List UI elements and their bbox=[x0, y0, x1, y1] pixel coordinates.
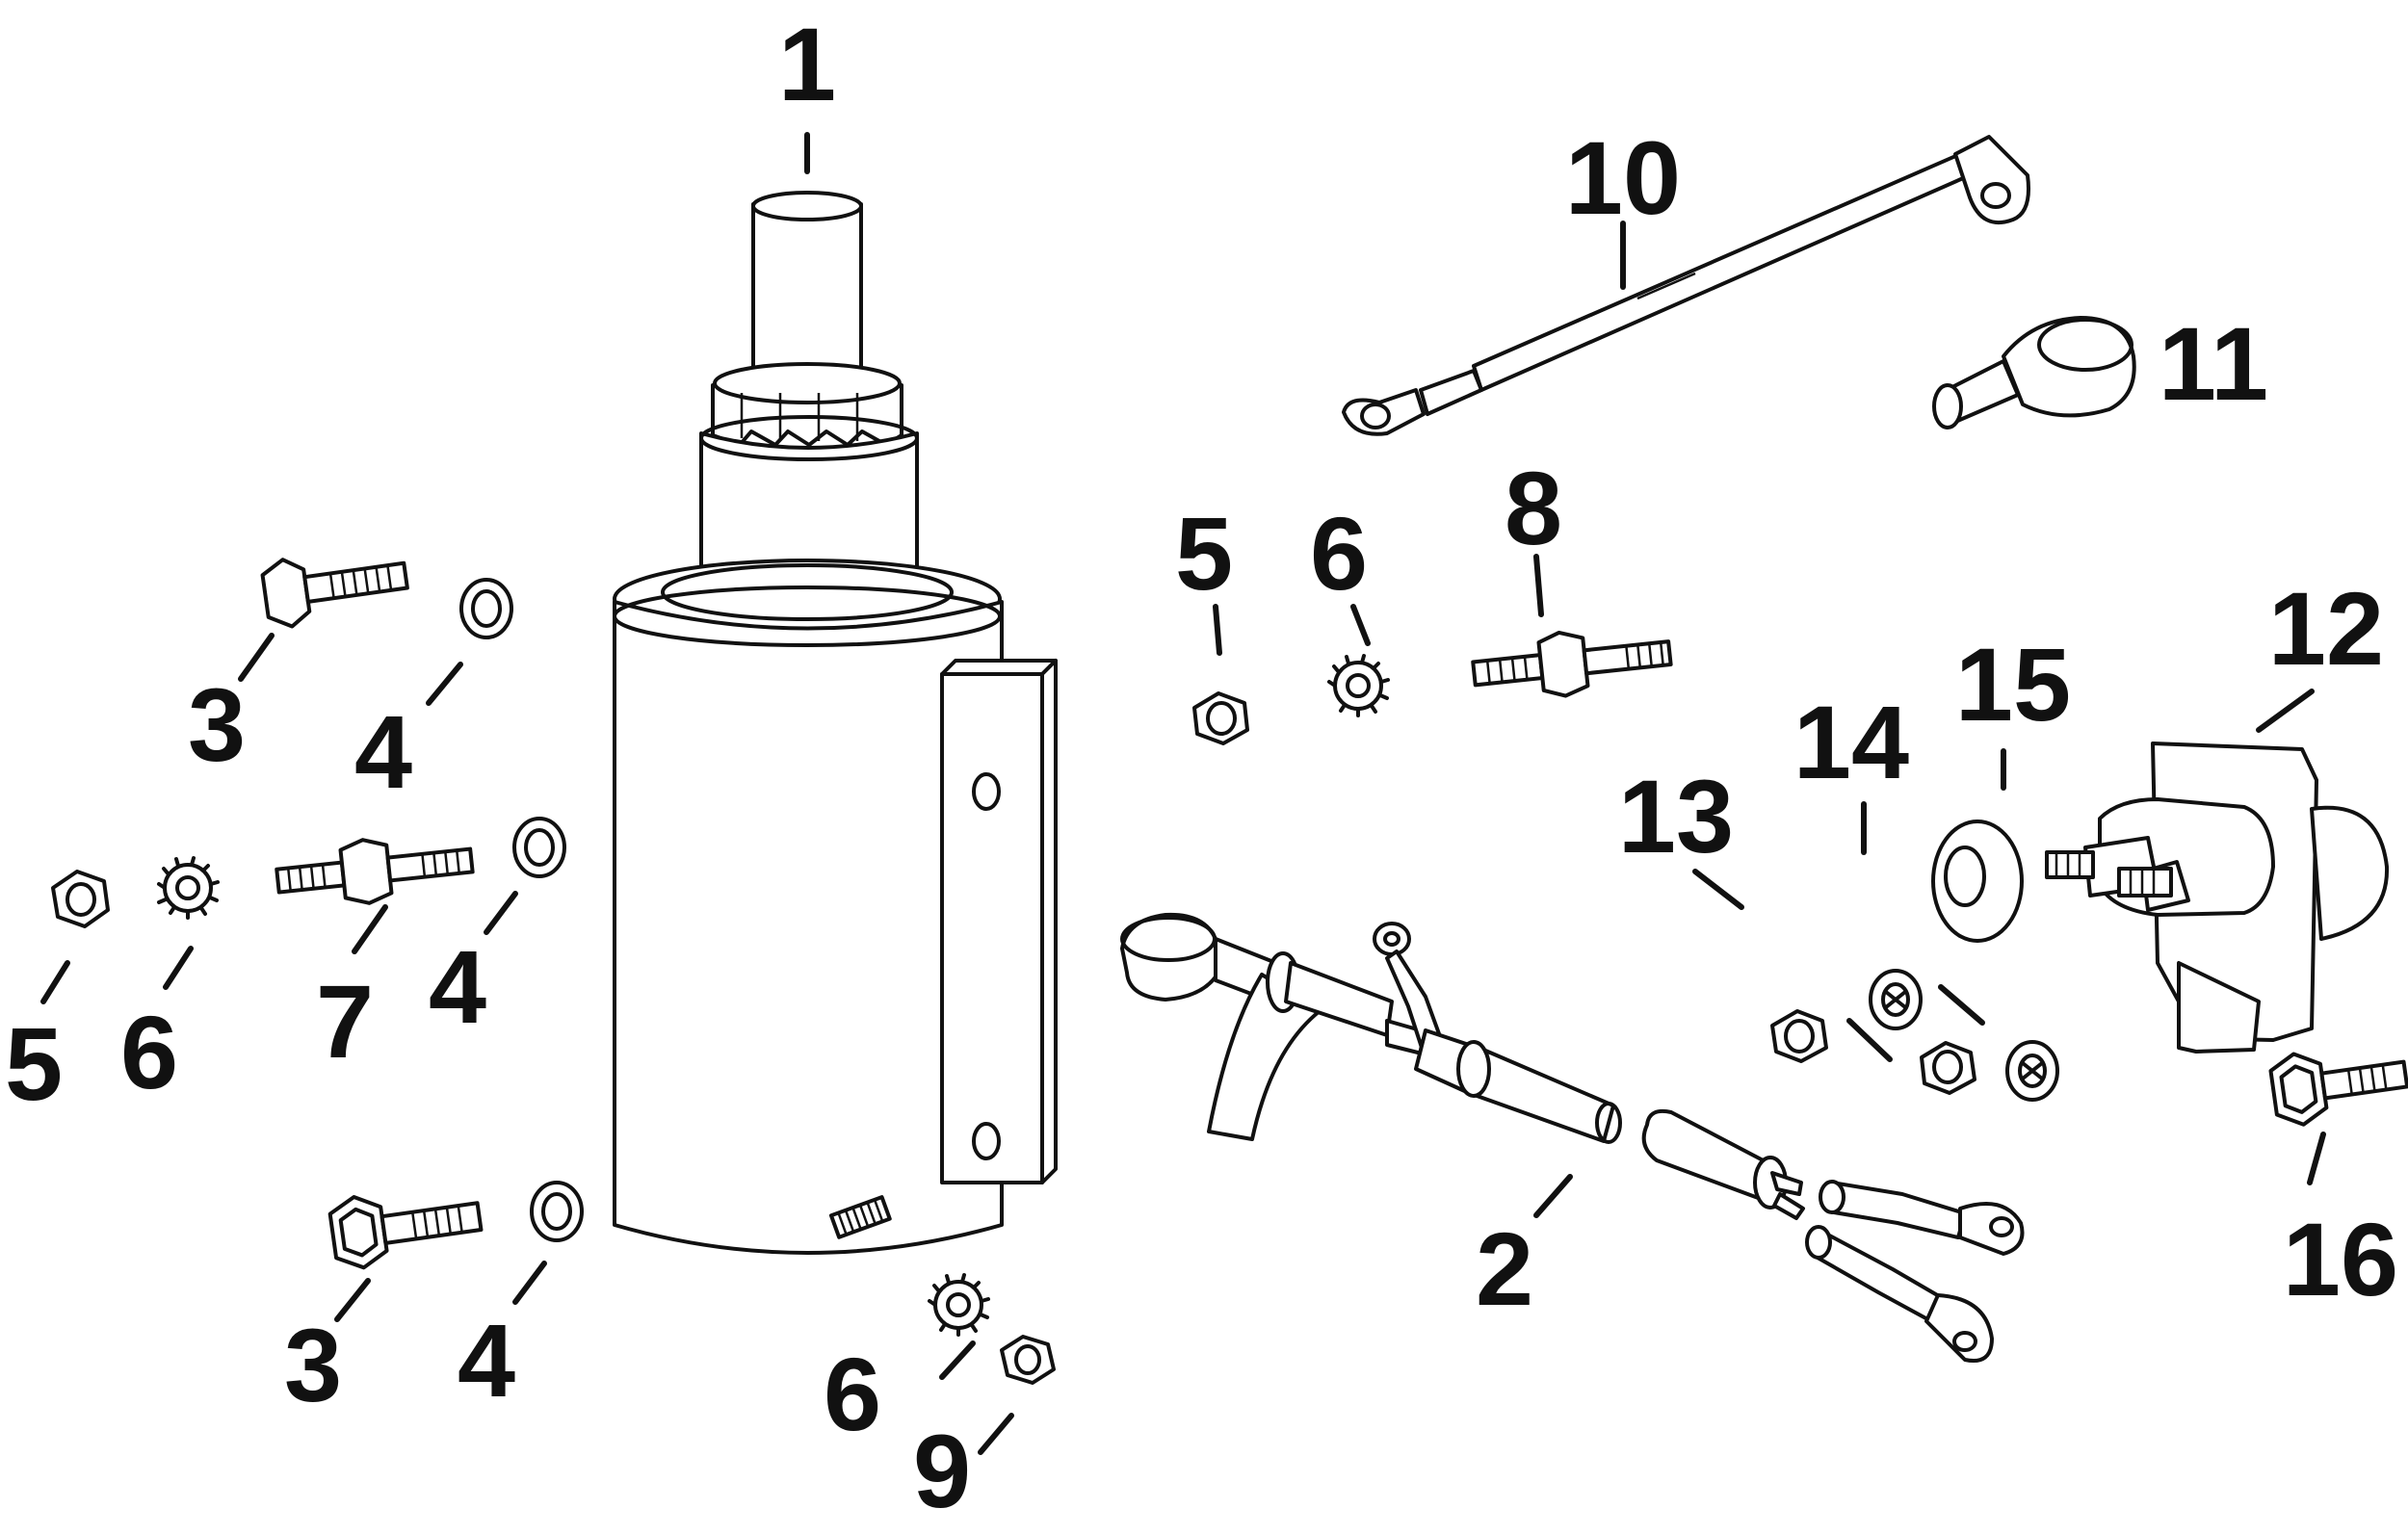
callout-6: 6 bbox=[1310, 495, 1368, 611]
callout-8: 8 bbox=[1505, 450, 1562, 566]
callout-7: 7 bbox=[316, 963, 374, 1080]
callout-6: 6 bbox=[824, 1336, 881, 1452]
callout-4: 4 bbox=[354, 693, 412, 810]
starter-motor bbox=[613, 191, 1058, 1255]
stud-left bbox=[275, 838, 475, 905]
lock-washer-bottom bbox=[928, 1273, 990, 1337]
callout-16: 16 bbox=[2283, 1201, 2398, 1317]
nut-left bbox=[51, 870, 110, 928]
battery-cable bbox=[1342, 135, 2030, 436]
callout-1: 1 bbox=[778, 6, 836, 122]
callout-3: 3 bbox=[284, 1307, 342, 1423]
callout-12: 12 bbox=[2268, 570, 2384, 687]
insulator-washer bbox=[1931, 820, 2024, 943]
callout-11: 11 bbox=[2159, 305, 2268, 422]
lock-washer-solenoid-upper bbox=[1869, 969, 1923, 1030]
callout-4: 4 bbox=[458, 1302, 515, 1418]
bolt-upper bbox=[260, 558, 409, 629]
lock-washer-left bbox=[157, 856, 220, 920]
cable-harness bbox=[1120, 912, 2025, 1363]
washer-lower bbox=[530, 1181, 584, 1242]
callout-3: 3 bbox=[188, 666, 246, 783]
callout-labels: 1 2 3 3 4 4 4 5 5 6 6 6 7 8 9 10 11 12 1… bbox=[5, 6, 2398, 1529]
callout-2: 2 bbox=[1476, 1210, 1533, 1327]
nut-solenoid-lower bbox=[1920, 1041, 1976, 1095]
lock-washer-top bbox=[1327, 654, 1390, 717]
bolt-lower bbox=[327, 1195, 484, 1270]
bolt-solenoid bbox=[2268, 1052, 2408, 1127]
leader-lines bbox=[40, 132, 2326, 1455]
callout-9: 9 bbox=[913, 1413, 971, 1529]
callout-15: 15 bbox=[1955, 626, 2071, 742]
callout-5: 5 bbox=[1175, 495, 1233, 611]
callout-4: 4 bbox=[429, 928, 486, 1045]
lock-washer-solenoid-lower bbox=[2005, 1040, 2059, 1102]
callout-13: 13 bbox=[1618, 758, 1734, 874]
washer-upper bbox=[459, 578, 513, 639]
terminal-boot bbox=[1932, 316, 2136, 429]
callout-10: 10 bbox=[1565, 119, 1681, 236]
nut-top bbox=[1192, 691, 1249, 745]
callout-14: 14 bbox=[1793, 684, 1909, 800]
callout-5: 5 bbox=[5, 1005, 63, 1122]
nut-solenoid-upper bbox=[1770, 1009, 1828, 1063]
stud-top bbox=[1471, 630, 1673, 698]
nut-bottom bbox=[1000, 1335, 1056, 1385]
solenoid bbox=[2045, 741, 2390, 1054]
callout-6: 6 bbox=[120, 994, 178, 1110]
washer-middle bbox=[512, 817, 566, 878]
